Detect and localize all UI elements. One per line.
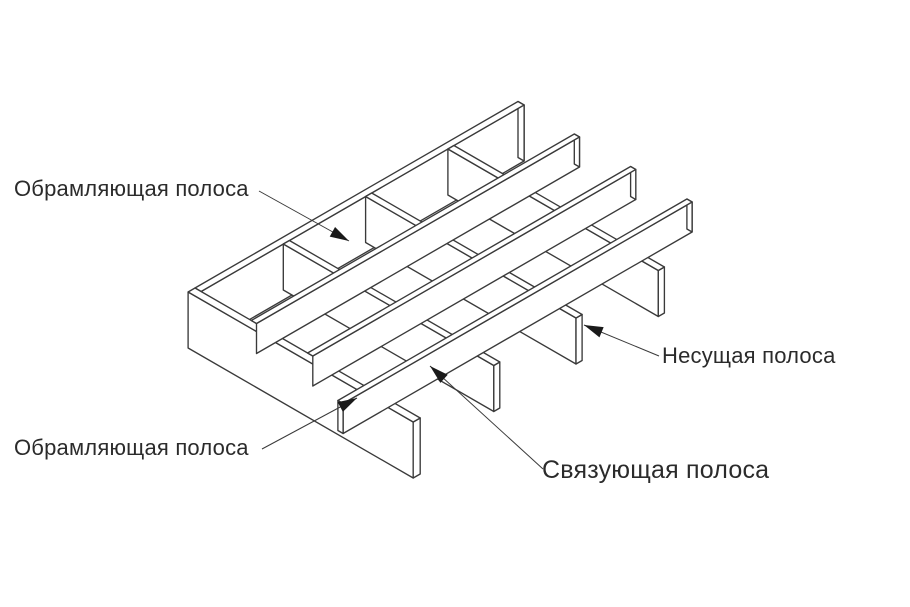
label-framing-strip-bottom: Обрамляющая полоса	[14, 435, 249, 460]
label-bearing-strip: Несущая полоса	[662, 343, 836, 368]
frame-bar-left-end	[517, 100, 525, 162]
arrowhead-icon	[337, 398, 357, 412]
arrowhead-icon	[584, 325, 604, 338]
bearing-bar-3-end	[657, 266, 666, 318]
frame-bar-front-end	[412, 417, 421, 479]
arrowhead-icon	[430, 366, 448, 383]
bearing-bar-1-end	[493, 361, 501, 413]
label-binding-strip: Связующая полоса	[542, 456, 770, 484]
arrowhead-icon	[329, 226, 349, 241]
binding-bar-1-top	[250, 133, 581, 325]
binding-bar-2-top	[306, 165, 637, 357]
label-framing-strip-top: Обрамляющая полоса	[14, 176, 249, 201]
leader-line-binding-strip	[429, 365, 544, 470]
bearing-bar-2-end	[575, 313, 583, 365]
